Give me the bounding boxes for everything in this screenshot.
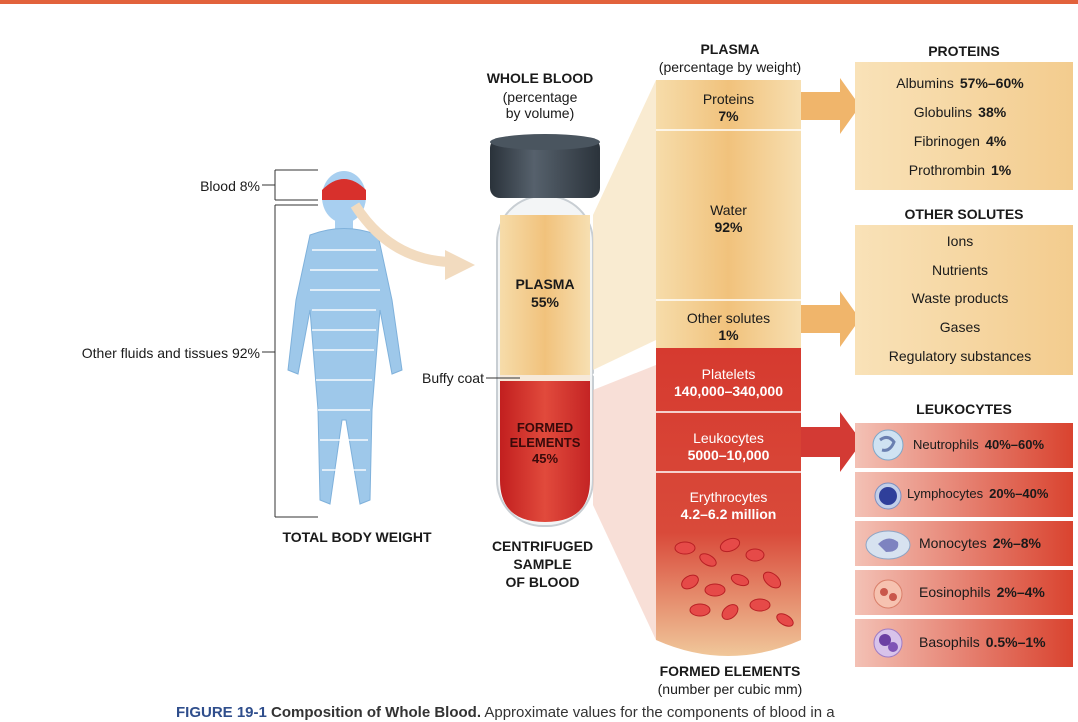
plasma-water-label: Water [710, 202, 747, 218]
centrifuged-label-2: SAMPLE [513, 556, 572, 572]
solute-regulatory-substances: Regulatory substances [888, 348, 1032, 364]
body-brackets [262, 169, 318, 518]
solute-nutrients: Nutrients [931, 262, 989, 278]
blood-percent-label: Blood 8% [200, 178, 260, 194]
eosinophil-icon [873, 579, 903, 609]
other-fluids-label: Other fluids and tissues 92% [81, 345, 260, 361]
plasma-proteins-label: Proteins [702, 91, 755, 107]
plasma-column-title: PLASMA [700, 41, 760, 57]
tube-formed-label-1: FORMED [516, 420, 574, 435]
erythrocytes-value: 4.2–6.2 million [680, 506, 777, 522]
platelets-label: Platelets [701, 366, 756, 382]
whole-blood-subtitle-1: (percentage [502, 89, 578, 105]
tube-formed-label-2: ELEMENTS [509, 435, 581, 450]
leukocytes-value: 5000–10,000 [687, 447, 770, 463]
plasma-other-solutes-pct: 1% [718, 327, 739, 343]
tube-plasma-label: PLASMA [515, 276, 575, 292]
figure-caption: FIGURE 19-1 Composition of Whole Blood. … [176, 704, 835, 721]
basophil-icon [873, 628, 903, 658]
formed-elements-title: FORMED ELEMENTS [659, 663, 801, 679]
plasma-column-subtitle: (percentage by weight) [658, 59, 802, 75]
platelets-value: 140,000–340,000 [674, 383, 783, 399]
monocyte-icon [865, 530, 911, 560]
solute-ions: Ions [946, 233, 974, 249]
plasma-water-pct: 92% [714, 219, 743, 235]
erythrocyte-cells [674, 537, 794, 627]
proteins-title: PROTEINS [928, 43, 1000, 59]
leukocytes-label: Leukocytes [693, 430, 764, 446]
solute-waste-products: Waste products [911, 290, 1009, 306]
solute-gases: Gases [939, 319, 981, 335]
lymphocyte-icon [874, 482, 902, 510]
plasma-other-solutes-label: Other solutes [686, 310, 771, 326]
centrifuged-label-3: OF BLOOD [505, 574, 580, 590]
top-accent-bar [0, 0, 1078, 4]
neutrophil-icon [872, 429, 904, 461]
other-solutes-title: OTHER SOLUTES [904, 206, 1024, 222]
tube-plasma-pct: 55% [530, 294, 560, 310]
human-body-figure [287, 171, 403, 505]
plasma-proteins-pct: 7% [718, 108, 739, 124]
total-body-weight-label: TOTAL BODY WEIGHT [282, 529, 432, 545]
centrifuge-tube [490, 134, 600, 527]
whole-blood-subtitle-2: by volume) [505, 105, 575, 121]
buffy-coat-label: Buffy coat [421, 370, 484, 386]
leukocytes-title: LEUKOCYTES [916, 401, 1012, 417]
whole-blood-title: WHOLE BLOOD [486, 70, 594, 86]
formed-elements-subtitle: (number per cubic mm) [657, 681, 803, 697]
erythrocytes-label: Erythrocytes [689, 489, 768, 505]
centrifuged-label-1: CENTRIFUGED [491, 538, 594, 554]
tube-formed-pct: 45% [531, 451, 559, 466]
